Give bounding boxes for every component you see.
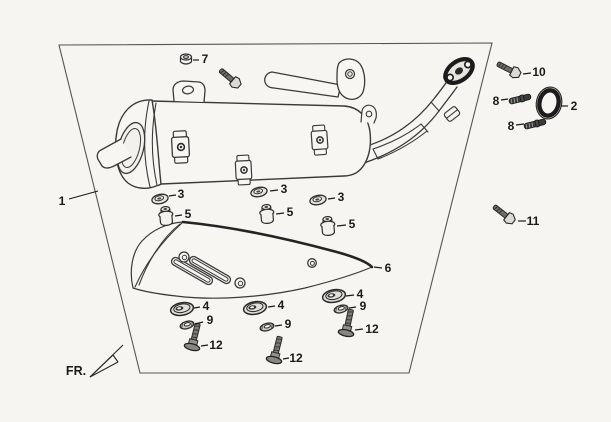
shield-slot [170, 256, 214, 286]
callout-8-stud-upper: 8 [492, 94, 500, 108]
callout-1-assembly: 1 [58, 194, 66, 208]
muffler-body [96, 56, 475, 189]
callout-12-bolt-left: 12 [209, 338, 223, 352]
callout-4-grommet-left: 4 [202, 299, 210, 313]
shield-slot [188, 255, 232, 285]
callout-2-gasket: 2 [570, 99, 578, 113]
mounting-stay [264, 58, 366, 100]
exhaust-flange [443, 56, 475, 86]
callout-6-heat-shield: 6 [384, 261, 392, 275]
pipe-clamp [443, 106, 461, 122]
callout-12-bolt-right: 12 [365, 322, 379, 336]
gasket-2 [535, 86, 563, 120]
heat-shield [130, 220, 374, 299]
callout-9-washer-middle: 9 [284, 317, 292, 331]
callout-5-nut-middle: 5 [286, 205, 294, 219]
callout-leaders [168, 59, 568, 360]
callout-5-nut-left: 5 [184, 207, 192, 221]
shield-clamp-left [170, 130, 191, 164]
callout-7-nut: 7 [201, 52, 209, 66]
front-direction-arrow [89, 344, 124, 378]
callout-10-bolt: 10 [532, 65, 546, 79]
callout-4-grommet-middle: 4 [277, 298, 285, 312]
callout-8-stud-lower: 8 [507, 119, 515, 133]
callout-9-washer-left: 9 [206, 313, 214, 327]
callout-4-grommet-right: 4 [356, 287, 364, 301]
callout-11-bolt: 11 [526, 214, 540, 228]
shield-clamp-right [310, 124, 329, 156]
tail-pipe-tip [96, 138, 132, 169]
callout-9-washer-right: 9 [359, 299, 367, 313]
exhaust-pipe [359, 74, 458, 164]
callout-5-nut-right: 5 [348, 217, 356, 231]
callout-3-washer-right: 3 [337, 190, 345, 204]
shield-clamp-bottom [234, 154, 253, 186]
callout-3-washer-left: 3 [177, 187, 185, 201]
front-direction-label: FR. [65, 363, 87, 378]
callout-3-washer-middle: 3 [280, 182, 288, 196]
callout-12-bolt-middle: 12 [289, 351, 303, 365]
nut-7 [179, 53, 193, 65]
assembly-frame [58, 42, 493, 374]
